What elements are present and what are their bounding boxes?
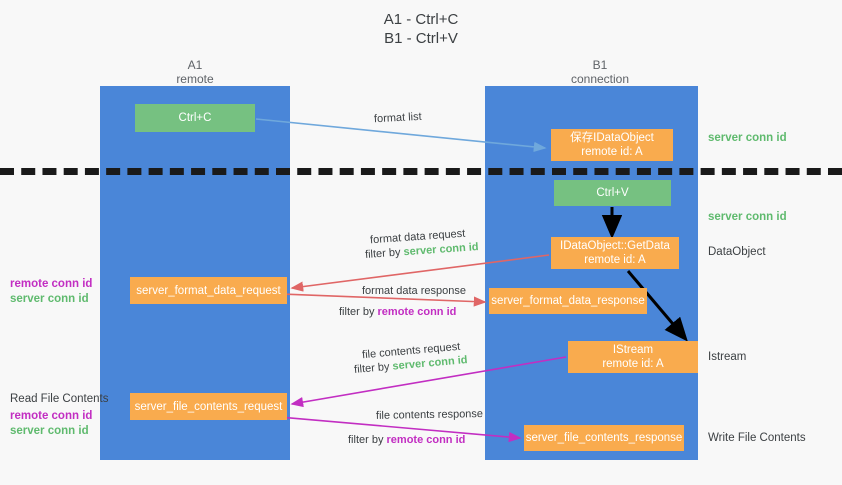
label-server-conn-id-1: server conn id — [10, 293, 89, 305]
filter-prefix: filter by — [348, 434, 387, 446]
flow-label-file-contents-response: file contents response — [375, 408, 484, 422]
flow-label-file-contents-response-filter: filter by remote conn id — [348, 433, 465, 448]
label-istream: Istream — [708, 351, 747, 363]
node-ctrl-v[interactable]: Ctrl+V — [554, 180, 671, 206]
label-group-conn-ids-1: remote conn id server conn id — [10, 277, 92, 307]
node-istream[interactable]: IStream remote id: A — [568, 341, 698, 373]
filter-prefix: filter by — [364, 246, 404, 261]
column-header-b1: B1 connection — [570, 58, 630, 86]
flow-label-format-data-response-filter: filter by remote conn id — [339, 305, 456, 320]
filter-prefix: filter by — [339, 306, 378, 318]
label-write-file-contents: Write File Contents — [708, 432, 806, 444]
flow-label-format-data-response: format data response — [362, 285, 466, 297]
node-save-idataobject[interactable]: 保存IDataObject remote id: A — [551, 129, 673, 161]
node-ctrl-c[interactable]: Ctrl+C — [135, 104, 255, 132]
label-remote-conn-id-1: remote conn id — [10, 278, 93, 290]
label-server-conn-id-2: server conn id — [10, 425, 89, 437]
label-read-file-contents: Read File Contents — [10, 393, 109, 405]
filter-value: remote conn id — [377, 306, 457, 318]
filter-value: server conn id — [403, 241, 479, 259]
column-header-a1: A1 remote — [176, 58, 214, 86]
dashed-divider — [0, 168, 842, 175]
node-server-format-data-request[interactable]: server_format_data_request — [130, 277, 287, 304]
label-remote-conn-id-2: remote conn id — [10, 410, 93, 422]
label-dataobject: DataObject — [708, 246, 766, 258]
label-server-conn-id-mid: server conn id — [708, 211, 787, 223]
flow-label-format-list: format list — [373, 110, 422, 126]
page-title: A1 - Ctrl+C B1 - Ctrl+V — [383, 11, 459, 47]
node-idataobject-getdata[interactable]: IDataObject::GetData remote id: A — [551, 237, 679, 269]
filter-prefix: filter by — [353, 360, 394, 376]
filter-value: remote conn id — [386, 434, 466, 446]
node-server-file-contents-response[interactable]: server_file_contents_response — [524, 425, 684, 451]
node-server-format-data-response[interactable]: server_format_data_response — [489, 288, 647, 314]
label-group-conn-ids-2: remote conn id server conn id — [10, 409, 92, 439]
node-server-file-contents-request[interactable]: server_file_contents_request — [130, 393, 287, 420]
label-server-conn-id-top: server conn id — [708, 132, 787, 144]
